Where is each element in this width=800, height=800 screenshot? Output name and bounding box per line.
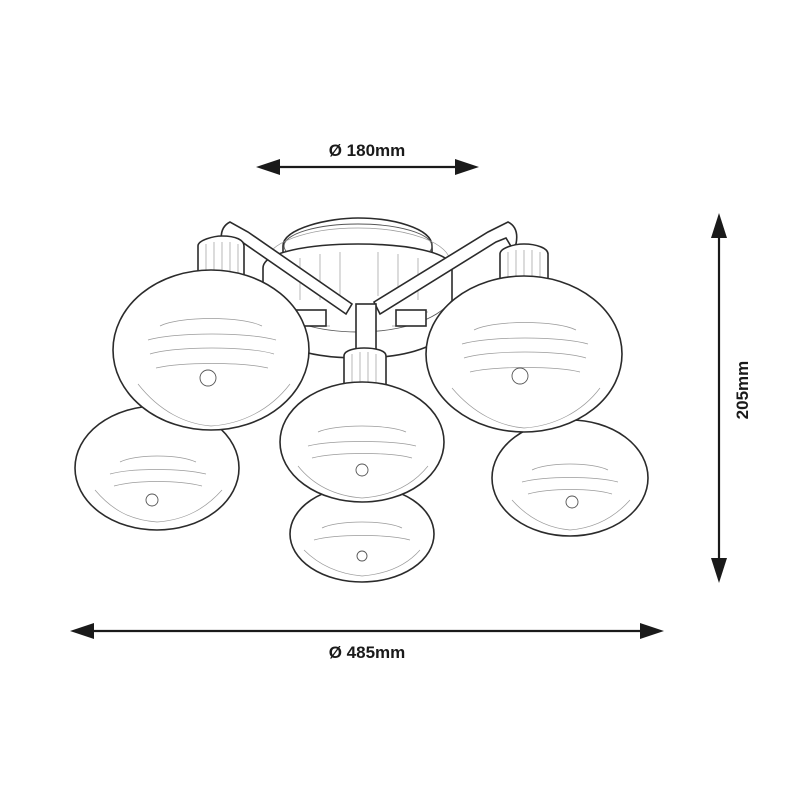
top-diameter-arrow-left: [256, 159, 280, 175]
height-arrow-bottom: [711, 558, 727, 583]
top-diameter-dimension: Ø 180mm: [256, 141, 479, 175]
overall-diameter-arrow-left: [70, 623, 94, 639]
lamp-sockets: [197, 235, 549, 389]
overall-diameter-arrow-right: [640, 623, 664, 639]
top-diameter-arrow-right: [455, 159, 479, 175]
height-label: 205mm: [733, 361, 752, 420]
globe-upper-left: [112, 269, 310, 431]
height-dimension: 205mm: [711, 213, 752, 583]
overall-diameter-label: Ø 485mm: [329, 643, 406, 662]
globe-back-right: [491, 419, 649, 537]
top-diameter-label: Ø 180mm: [329, 141, 406, 160]
overall-diameter-dimension: Ø 485mm: [70, 623, 664, 662]
lamp-arms: [220, 221, 518, 351]
height-arrow-top: [711, 213, 727, 238]
globe-bottom-center: [289, 485, 435, 583]
globe-front-center: [279, 381, 445, 503]
ceiling-lamp-illustration: [74, 217, 649, 583]
globe-upper-right: [425, 275, 623, 433]
globe-back-left: [74, 405, 240, 531]
